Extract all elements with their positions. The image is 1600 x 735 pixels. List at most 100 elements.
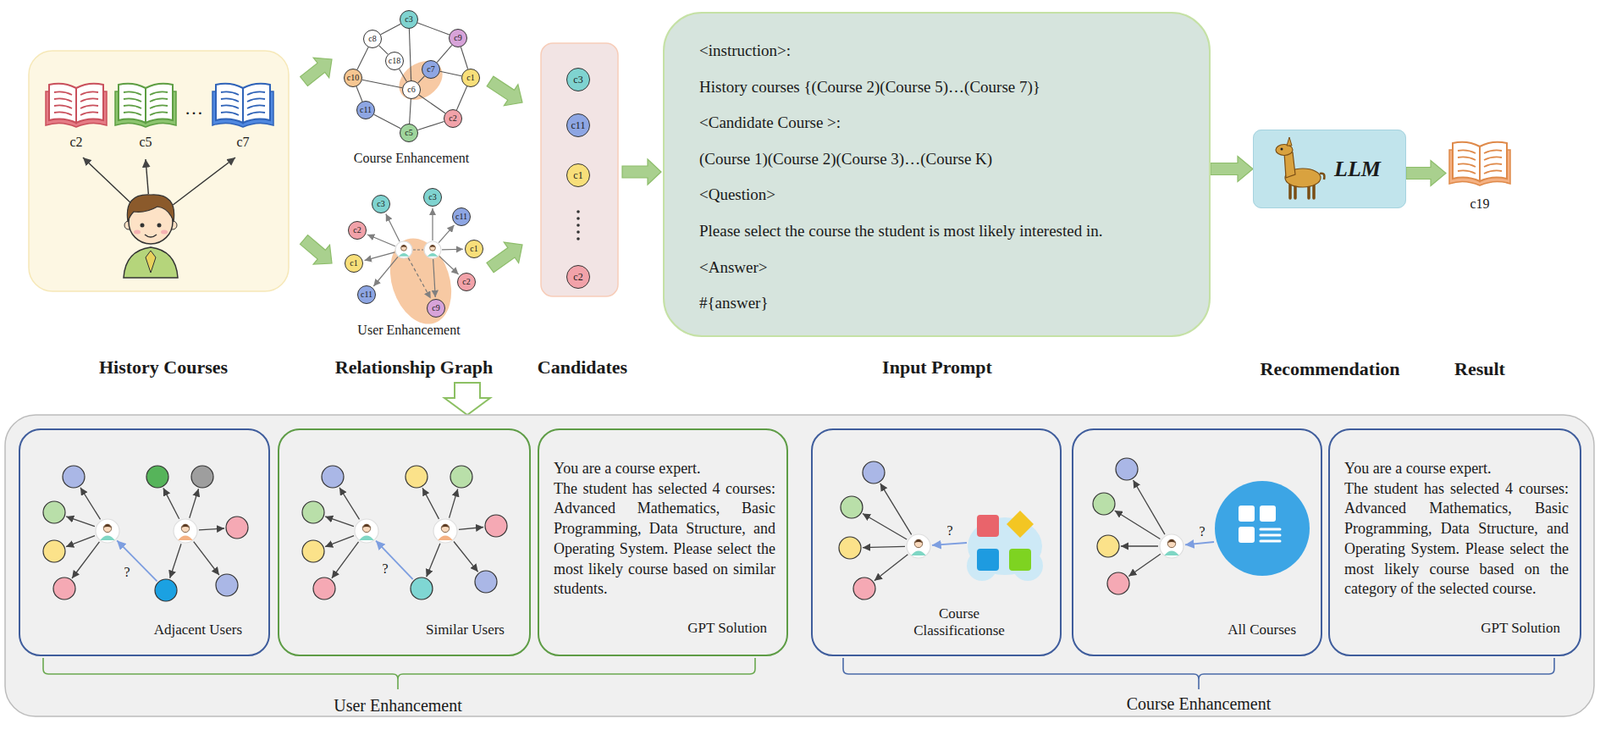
- course-book: c2: [42, 79, 111, 151]
- graph-edge: [379, 45, 388, 55]
- node-text: Course Classificationse: [904, 605, 1015, 640]
- arrow-line: [189, 488, 199, 518]
- course-dot: [53, 577, 76, 600]
- course-dot: [838, 536, 861, 559]
- label-holder: History Courses: [99, 356, 228, 379]
- node-text: c10: [347, 73, 359, 83]
- stage-caption: History Courses: [99, 356, 228, 379]
- person-hair: [103, 524, 112, 528]
- arrow-line: [426, 543, 441, 577]
- node-text: c11: [455, 212, 468, 221]
- label-text: ?: [381, 561, 388, 577]
- node-text: Adjacent Users: [154, 621, 243, 639]
- category-tile: [1009, 548, 1032, 571]
- grid-square: [1238, 526, 1255, 543]
- course-book: c7: [209, 79, 277, 151]
- node-text: You are a course expert.: [553, 458, 776, 480]
- graph-edge: [417, 121, 444, 130]
- graph-node: c9: [448, 28, 468, 48]
- book-line: [220, 98, 239, 102]
- graph-edge: [362, 79, 403, 89]
- llm-box: LLM: [1252, 129, 1407, 209]
- book-line: [1457, 149, 1476, 154]
- graph-node: c2: [347, 220, 367, 240]
- arrow-line: [163, 487, 180, 519]
- course-dot: [154, 579, 177, 602]
- person-badge: [906, 534, 931, 558]
- graph-edge: [436, 44, 453, 62]
- graph-node: c3: [399, 10, 419, 29]
- node-text: Please select the course the student is …: [699, 213, 1199, 250]
- ellipsis-dot: [576, 237, 580, 241]
- label-holder: ?: [946, 523, 953, 539]
- graph-node: c9: [426, 298, 446, 318]
- arrow-line: [422, 487, 439, 519]
- course-dot: [43, 501, 66, 524]
- category-tile: [1006, 510, 1034, 538]
- book-line: [149, 98, 168, 102]
- graph-node: c8: [363, 29, 382, 49]
- graph-edge: [380, 23, 402, 35]
- arrow-line: [431, 208, 433, 241]
- book-page: [1452, 142, 1480, 182]
- person-body: [358, 535, 374, 541]
- node-text: c7: [426, 65, 435, 74]
- label-holder: Input Prompt: [882, 356, 993, 379]
- graph-edge: [356, 86, 363, 102]
- block-arrow: [486, 242, 523, 273]
- label-holder: User Enhancement: [333, 695, 463, 716]
- method-box: All Courses: [1071, 428, 1323, 657]
- arrow-line: [408, 258, 431, 299]
- graph-node: c1: [344, 253, 364, 273]
- person-hair: [441, 524, 450, 528]
- arrow-line: [438, 225, 454, 243]
- arrow-line: [367, 234, 396, 247]
- person-badge: [173, 518, 198, 543]
- book-line: [123, 91, 142, 95]
- brace: [843, 657, 1555, 690]
- graph-node: c3: [423, 187, 442, 207]
- person-hair: [1167, 539, 1176, 543]
- book-line: [149, 111, 168, 116]
- arrow-line: [198, 528, 225, 530]
- arrow-line: [449, 488, 458, 518]
- book-shape: [209, 79, 277, 129]
- node-text: LLM: [1334, 156, 1381, 183]
- arrow-line: [364, 252, 396, 261]
- node-text: c3: [404, 15, 413, 24]
- node-text: <instruction>:: [699, 33, 1199, 70]
- node-text: <Question>: [699, 176, 1199, 214]
- arrow-line: [339, 487, 360, 520]
- course-dot: [840, 496, 863, 519]
- course-dot: [1097, 535, 1120, 558]
- graph-edge: [417, 22, 449, 35]
- ellipsis-dot: [576, 216, 580, 221]
- graph-node: c6: [402, 80, 421, 100]
- node-text: The student has selected 4 courses: Adva…: [553, 479, 776, 600]
- highlight-blob: [380, 230, 463, 332]
- graph-edge: [374, 114, 402, 129]
- ellipsis-dot: [576, 230, 580, 234]
- method-box: Course Classificationse: [811, 428, 1062, 657]
- label-holder: Recommendation: [1260, 358, 1401, 381]
- course-dot: [302, 540, 325, 563]
- dashed-link: [413, 249, 424, 251]
- arrow-line: [116, 540, 157, 581]
- arrow-line: [1114, 510, 1161, 540]
- node-text: The student has selected 4 courses: Adva…: [1344, 479, 1569, 600]
- grid-line: [1260, 528, 1280, 531]
- label-text: User Enhancement: [333, 695, 463, 716]
- book-line: [220, 104, 239, 109]
- book-shape: [111, 79, 180, 129]
- node-text: All Courses: [1227, 621, 1297, 639]
- person-body: [427, 253, 438, 257]
- arrow-line: [453, 540, 479, 572]
- node-text: c18: [388, 56, 401, 66]
- course-book: c5: [111, 79, 180, 151]
- book-line: [54, 98, 72, 102]
- book-page: [49, 83, 77, 123]
- course-dot: [313, 577, 336, 600]
- node-text: c11: [571, 120, 586, 131]
- node-text: c9: [431, 303, 440, 313]
